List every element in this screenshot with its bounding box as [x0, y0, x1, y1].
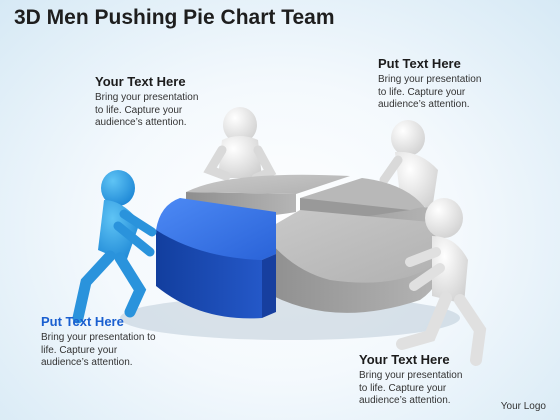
pie-slice-gray-front	[262, 207, 443, 313]
text-block-bottom-left: Put Text Here Bring your presentation to…	[41, 314, 181, 370]
pie-slice-blue	[156, 198, 276, 319]
text-block-heading: Your Text Here	[359, 352, 450, 367]
text-block-top-right: Put Text Here Bring your presentation to…	[378, 56, 518, 112]
body-line: audience’s attention.	[41, 357, 133, 368]
text-block-heading: Put Text Here	[41, 314, 124, 329]
body-line: Bring your presentation	[95, 92, 199, 103]
body-line: Bring your presentation	[359, 370, 463, 381]
text-block-bottom-right: Your Text Here Bring your presentation t…	[359, 352, 499, 408]
body-line: to life. Capture your	[378, 86, 466, 98]
figure-white-pushing	[396, 198, 487, 366]
text-block-heading: Your Text Here	[95, 74, 186, 89]
body-line: life. Capture your	[41, 344, 118, 356]
body-line: Bring your presentation to	[41, 332, 156, 343]
body-line: audience’s attention.	[95, 117, 187, 128]
logo-text: Your Logo	[500, 401, 546, 412]
page-title: 3D Men Pushing Pie Chart Team	[14, 6, 335, 29]
figure-blue-pushing	[72, 170, 157, 324]
text-block-body: Bring your presentation to life. Capture…	[95, 92, 235, 130]
text-block-body: Bring your presentation to life. Capture…	[41, 332, 181, 370]
text-block-body: Bring your presentation to life. Capture…	[359, 370, 499, 408]
text-block-heading: Put Text Here	[378, 56, 461, 71]
body-line: Bring your presentation	[378, 74, 482, 85]
text-block-top-left: Your Text Here Bring your presentation t…	[95, 74, 235, 130]
body-line: audience’s attention.	[378, 99, 470, 110]
body-line: audience’s attention.	[359, 395, 451, 406]
body-line: to life. Capture your	[95, 104, 183, 116]
body-line: to life. Capture your	[359, 382, 447, 394]
figure-back-left	[203, 107, 277, 183]
text-block-body: Bring your presentation to life. Capture…	[378, 74, 518, 112]
